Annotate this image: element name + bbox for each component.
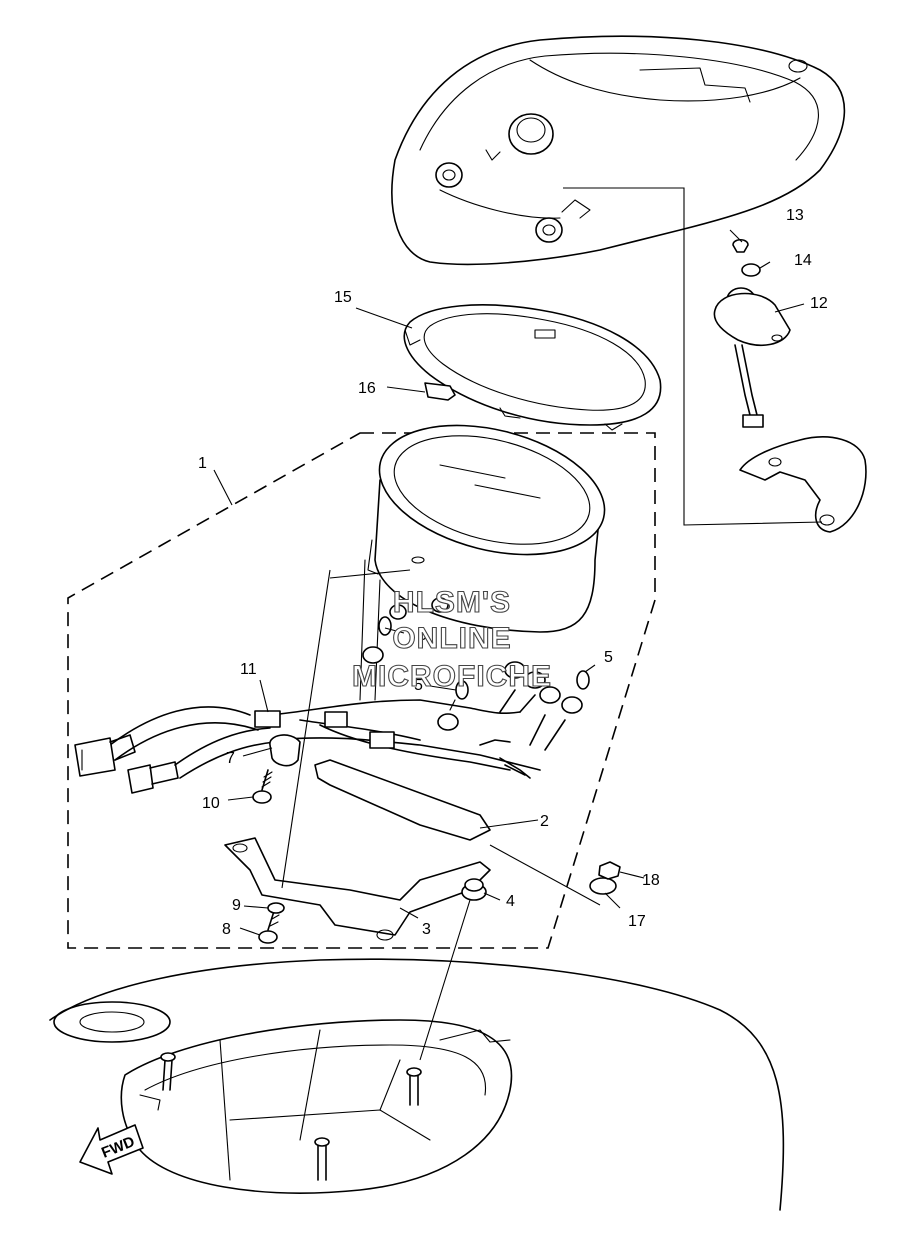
callout-17: 17 (628, 913, 646, 930)
clip-part-16 (424, 382, 456, 401)
callout-6: 6 (418, 627, 427, 644)
callout-11: 11 (240, 661, 257, 678)
callout-15: 15 (334, 289, 352, 306)
watermark-line-2: ONLINE (392, 622, 511, 655)
washer-part-14 (741, 263, 761, 277)
plate-part-2 (314, 759, 491, 841)
bracket-part-3 (224, 837, 491, 936)
fwd-arrow (79, 1124, 144, 1175)
callout-18: 18 (642, 872, 660, 889)
switch-part-12 (713, 287, 791, 428)
bulb-sockets (362, 597, 590, 731)
callout-14: 14 (794, 252, 812, 269)
callout-4: 4 (506, 893, 515, 910)
callout-1: 1 (198, 455, 207, 472)
callout-numbers: 1 2 3 4 5 5 6 7 8 9 10 11 12 13 14 15 16… (198, 207, 828, 938)
grommet-part-4 (461, 878, 487, 901)
meter-body (367, 424, 606, 633)
callout-13: 13 (786, 207, 804, 224)
watermark-line-1: HLSM'S (393, 586, 511, 619)
top-cover (391, 35, 846, 266)
callout-5b: 5 (414, 677, 423, 694)
callout-9: 9 (232, 897, 241, 914)
callout-8: 8 (222, 921, 231, 938)
callout-2: 2 (540, 813, 549, 830)
washer-part-9 (267, 902, 285, 914)
watermark: HLSM'S ONLINE MICROFICHE (351, 585, 552, 693)
switch-mount-bracket (739, 436, 867, 533)
lower-housing (49, 958, 785, 1211)
washer-part-17 (589, 877, 617, 895)
wiring-harness (109, 559, 566, 779)
callout-10: 10 (202, 795, 220, 812)
nut-part-18 (598, 861, 621, 880)
bezel-ring (403, 304, 662, 431)
assembly-boundary (67, 432, 656, 949)
callout-5a: 5 (604, 649, 613, 666)
leader-lines (213, 187, 823, 1061)
watermark-line-3: MICROFICHE (352, 660, 552, 693)
screw-part-10 (252, 769, 273, 804)
callout-16: 16 (358, 380, 376, 397)
callout-12: 12 (810, 295, 828, 312)
callout-3: 3 (422, 921, 431, 938)
screw-part-13 (732, 238, 749, 253)
clamp-part-7 (269, 734, 301, 767)
harness-connectors (74, 734, 179, 794)
callout-7: 7 (226, 750, 235, 767)
